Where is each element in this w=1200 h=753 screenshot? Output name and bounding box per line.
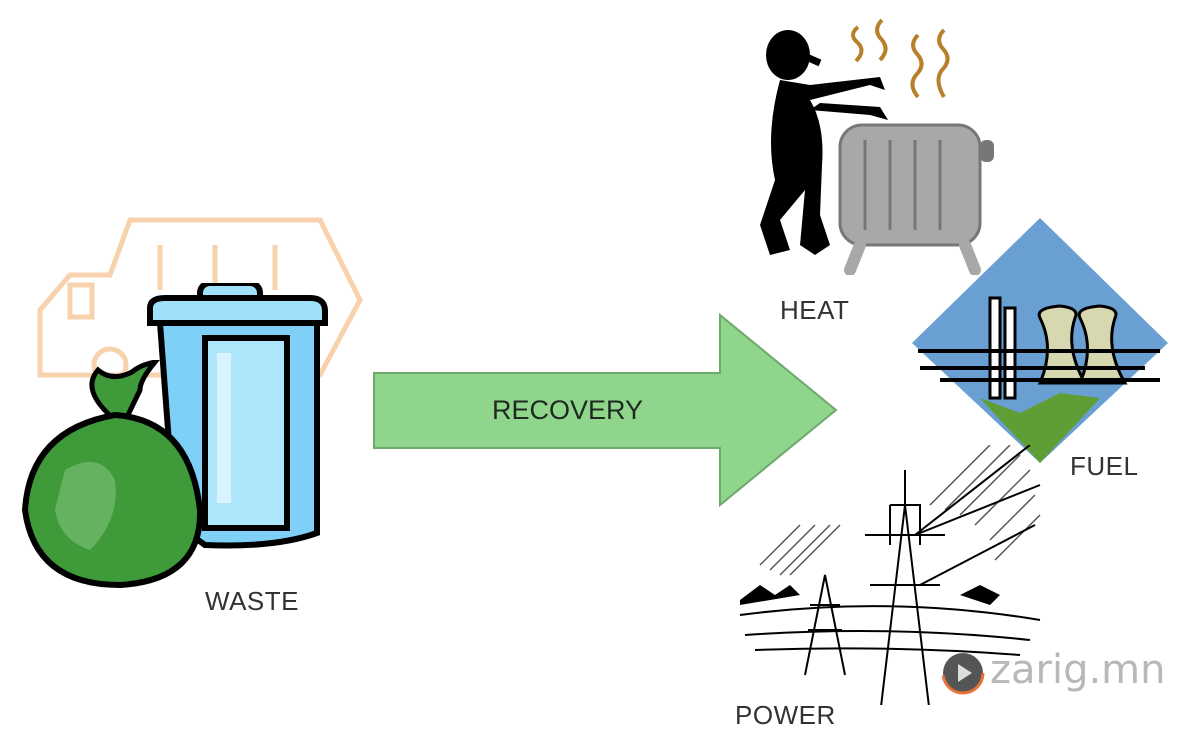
power-pylons-icon [739, 445, 1041, 705]
power-plant-icon [912, 218, 1168, 463]
waste-label: WASTE [205, 586, 299, 616]
play-logo-icon [941, 651, 985, 695]
person-at-radiator-icon [760, 18, 994, 275]
power-label: POWER [735, 700, 836, 730]
heat-label: HEAT [780, 295, 850, 325]
fuel-label: FUEL [1070, 451, 1139, 481]
recovery-arrow [373, 313, 838, 508]
trash-bag-icon [21, 360, 204, 589]
garbage-truck-icon [37, 217, 363, 384]
recovery-label: RECOVERY [492, 395, 644, 425]
watermark-text: zarig.mn [990, 647, 1166, 693]
